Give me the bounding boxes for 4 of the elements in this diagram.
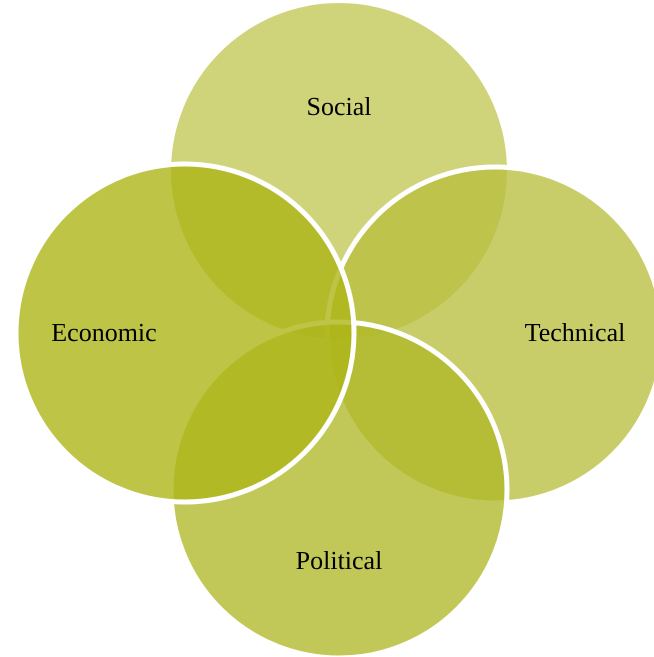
circle-label: Technical [524, 318, 626, 348]
circle-label: Political [296, 546, 382, 576]
circle-label: Economic [51, 318, 157, 348]
circle-label: Social [306, 92, 372, 122]
